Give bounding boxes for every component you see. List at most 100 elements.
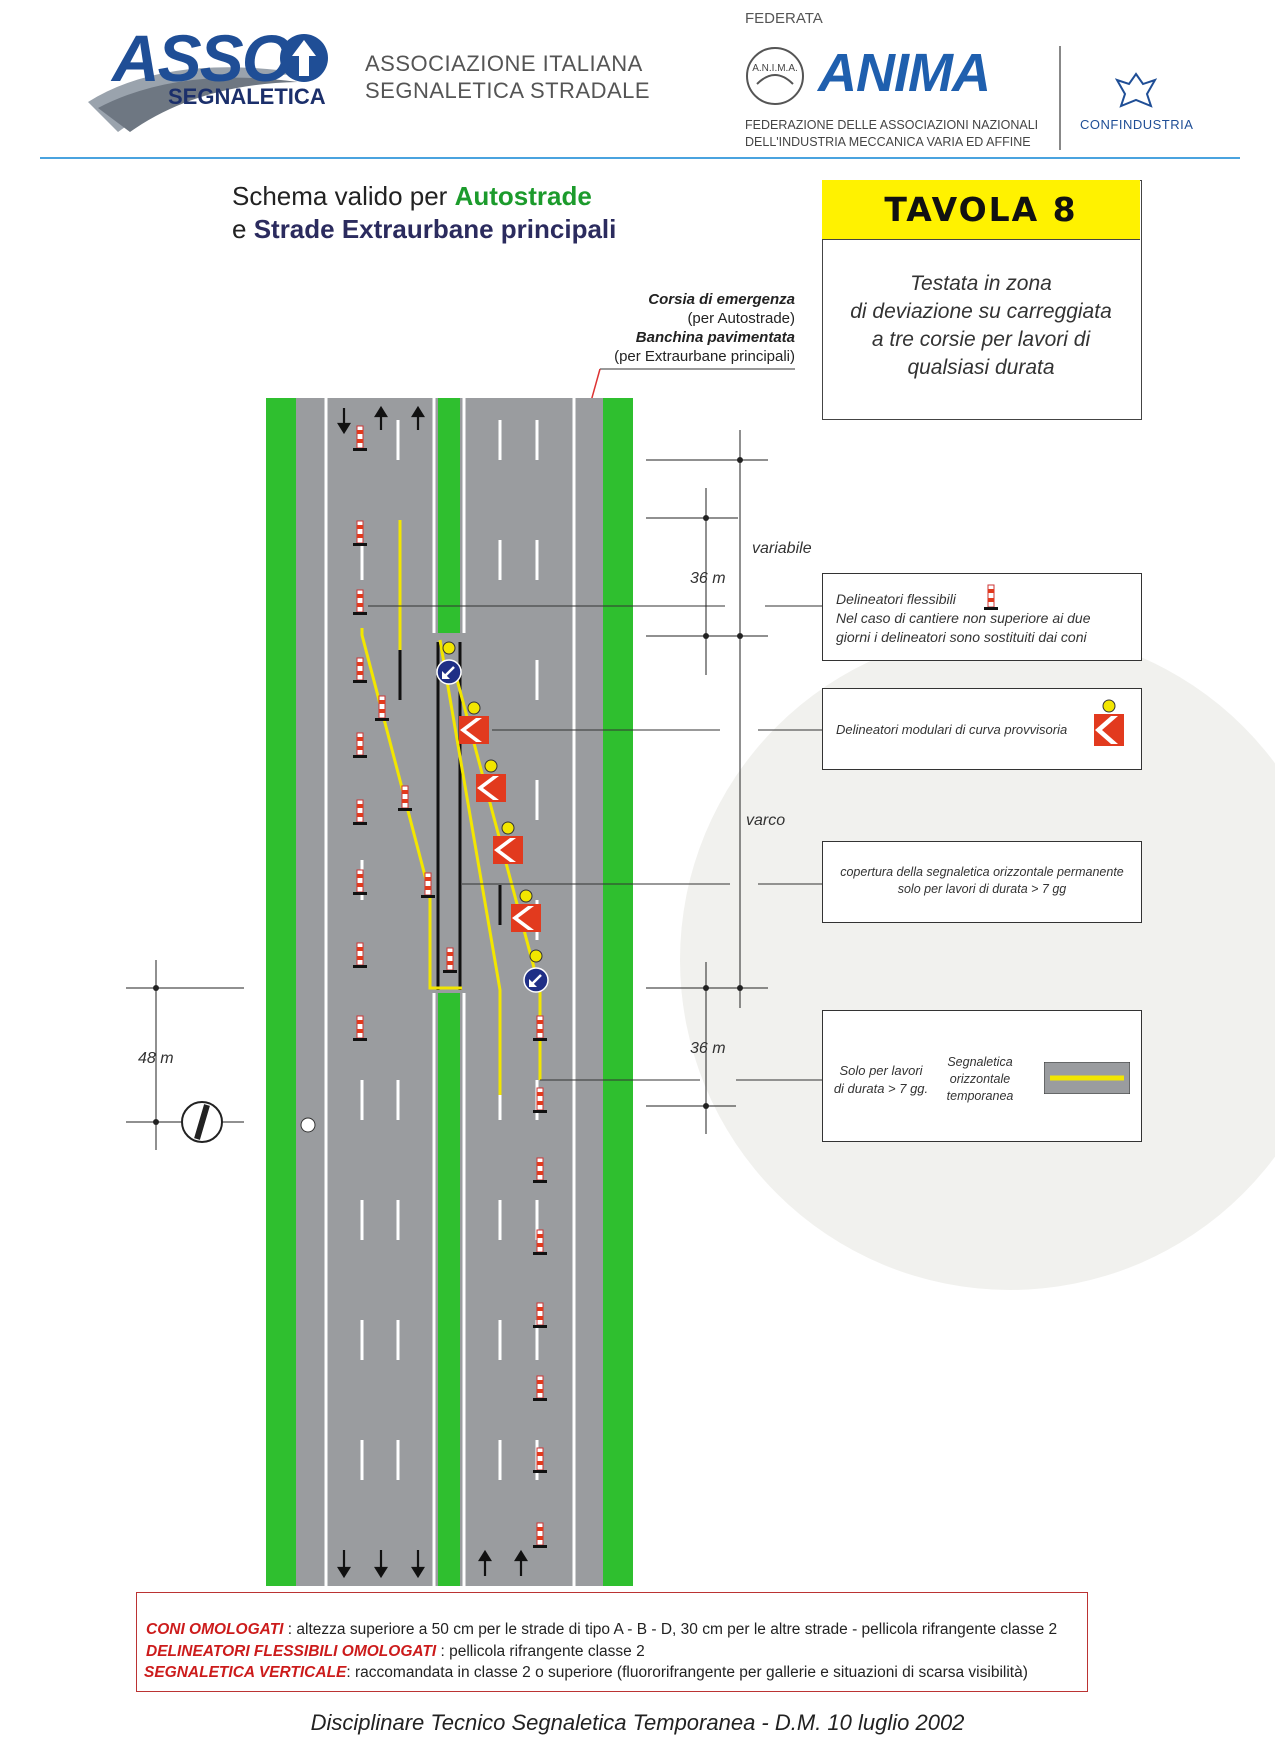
delineator bbox=[533, 1375, 547, 1401]
delineator bbox=[353, 869, 367, 895]
anima-subtitle: FEDERAZIONE DELLE ASSOCIAZIONI NAZIONALI… bbox=[745, 117, 1038, 151]
header-divider bbox=[1059, 46, 1061, 150]
delineator bbox=[375, 695, 389, 721]
delineator bbox=[353, 657, 367, 683]
anima-subtitle-line-2: DELL'INDUSTRIA MECCANICA VARIA ED AFFINE bbox=[745, 135, 1031, 149]
schema-extraurbane: Strade Extraurbane principali bbox=[253, 214, 617, 244]
delineatori-label: DELINEATORI FLESSIBILI OMOLOGATI bbox=[146, 1643, 437, 1660]
delineator bbox=[533, 1447, 547, 1473]
asso-logo bbox=[78, 22, 338, 140]
asso-logo-text: ASSO bbox=[112, 21, 293, 95]
dimension-ticks bbox=[153, 457, 743, 1125]
delineator bbox=[533, 1015, 547, 1041]
legend-solo-line-1: Solo per lavori bbox=[839, 1063, 923, 1078]
delineator bbox=[421, 872, 435, 898]
anima-seal-icon bbox=[745, 46, 805, 106]
chevron-sign bbox=[459, 701, 489, 744]
delineator bbox=[353, 942, 367, 968]
distance-48m: 48 m bbox=[138, 1050, 174, 1067]
delineator bbox=[398, 785, 412, 811]
delineator bbox=[533, 1157, 547, 1183]
anima-seal-text: A.N.I.M.A. bbox=[752, 63, 798, 74]
delineator bbox=[353, 520, 367, 546]
legend-copertura-text: copertura della segnaletica orizzontale … bbox=[826, 864, 1138, 898]
asso-logo-subtext: SEGNALETICA bbox=[168, 84, 326, 109]
keep-left-sign-2 bbox=[523, 949, 549, 993]
legend-delineatori-line-2: Nel caso di cantiere non superiore ai du… bbox=[836, 610, 1091, 626]
left-carriageway bbox=[324, 398, 438, 1586]
median-lower bbox=[438, 993, 460, 1586]
delineator bbox=[443, 947, 457, 973]
legend-delineatori-line-3: giorni i delineatori sono sostituiti dai… bbox=[836, 629, 1087, 645]
corsia-autostrade: (per Autostrade) bbox=[687, 310, 795, 327]
tavola-description: Testata in zona di deviazione su carregg… bbox=[822, 270, 1140, 382]
left-shoulder bbox=[296, 398, 324, 1586]
anima-logo: ANIMA bbox=[818, 43, 991, 103]
corsia-label: Corsia di emergenza (per Autostrade) Ban… bbox=[560, 290, 795, 366]
legend-segnaletica-line-2: orizzontale bbox=[949, 1072, 1011, 1086]
median-upper bbox=[438, 398, 460, 633]
legend-solo-line-2: di durata > 7 gg. bbox=[833, 1081, 929, 1096]
variabile-label: variabile bbox=[752, 540, 812, 557]
delineator bbox=[533, 1229, 547, 1255]
legend-modulari-text: Delineatori modulari di curva provvisori… bbox=[836, 722, 1068, 737]
banchina-pavimentata: Banchina pavimentata bbox=[635, 329, 795, 346]
confindustria-label: CONFINDUSTRIA bbox=[1080, 117, 1194, 132]
varco-label: varco bbox=[746, 812, 786, 829]
end-of-restriction-sign bbox=[180, 1101, 244, 1143]
tavola-title: TAVOLA 8 bbox=[822, 180, 1140, 240]
delineator bbox=[353, 589, 367, 615]
schema-line-2-prefix: e bbox=[232, 214, 254, 244]
chevron-sign bbox=[511, 889, 541, 932]
legend-copertura-line-2: solo per lavori di durata > 7 gg bbox=[897, 882, 1067, 896]
coni-text: : altezza superiore a 50 cm per le strad… bbox=[283, 1621, 1058, 1638]
legend-chevron-icon bbox=[1092, 698, 1126, 755]
chevron-sign bbox=[476, 759, 506, 802]
leader-lines bbox=[368, 605, 822, 1081]
right-carriageway bbox=[460, 398, 575, 1586]
distance-36m-top: 36 m bbox=[690, 570, 726, 587]
flexible-delineators bbox=[353, 425, 547, 1548]
association-name-line-1: ASSOCIAZIONE ITALIANA bbox=[365, 51, 643, 76]
segnaletica-label: SEGNALETICA VERTICALE bbox=[144, 1664, 347, 1681]
delineatori-text: : pellicola rifrangente classe 2 bbox=[436, 1643, 645, 1660]
delineator bbox=[353, 732, 367, 758]
chevron-sign bbox=[493, 821, 523, 864]
legend-solo-text: Solo per lavori di durata > 7 gg. bbox=[826, 1062, 936, 1098]
coni-label: CONI OMOLOGATI bbox=[146, 1621, 284, 1638]
keep-left-sign-1 bbox=[436, 641, 462, 685]
legend-segnaletica-text: Segnaletica orizzontale temporanea bbox=[938, 1054, 1022, 1105]
legend-copertura-box bbox=[822, 841, 1142, 923]
legend-delineatori-box bbox=[822, 573, 1142, 661]
footer-coni: CONI OMOLOGATI : altezza superiore a 50 … bbox=[146, 1621, 1057, 1639]
tavola-desc-1: Testata in zona bbox=[910, 272, 1052, 295]
confindustria-eagle-icon bbox=[1114, 70, 1158, 110]
right-verge bbox=[603, 398, 633, 1586]
direction-arrows-top bbox=[337, 405, 425, 435]
legend-segnaletica-line-1: Segnaletica bbox=[947, 1055, 1013, 1069]
header-rule bbox=[40, 157, 1240, 159]
disciplinare-caption: Disciplinare Tecnico Segnaletica Tempora… bbox=[310, 1710, 965, 1735]
delineator bbox=[353, 425, 367, 451]
anima-subtitle-line-1: FEDERAZIONE DELLE ASSOCIAZIONI NAZIONALI bbox=[745, 118, 1039, 132]
association-name: ASSOCIAZIONE ITALIANA SEGNALETICA STRADA… bbox=[365, 50, 650, 104]
federata-label: FEDERATA bbox=[745, 10, 823, 27]
curve-delineators bbox=[459, 701, 541, 932]
delineator bbox=[353, 1015, 367, 1041]
delineator bbox=[533, 1087, 547, 1113]
footer-notes-box bbox=[136, 1592, 1088, 1692]
delineator bbox=[533, 1302, 547, 1328]
schema-line-1-prefix: Schema valido per bbox=[232, 181, 455, 211]
association-name-line-2: SEGNALETICA STRADALE bbox=[365, 78, 651, 103]
legend-delineatori-line-1: Delineatori flessibili bbox=[836, 591, 956, 607]
segnaletica-text: : raccomandata in classe 2 o superiore (… bbox=[346, 1664, 1028, 1681]
footer-delineatori: DELINEATORI FLESSIBILI OMOLOGATI : pelli… bbox=[146, 1643, 645, 1661]
direction-arrows-bottom bbox=[337, 1549, 528, 1579]
legend-delineatori-text: Delineatori flessibili Nel caso di canti… bbox=[836, 590, 1091, 647]
left-verge bbox=[266, 398, 296, 1586]
schema-autostrade: Autostrade bbox=[454, 181, 592, 211]
tavola-desc-2: di deviazione su carreggiata bbox=[850, 300, 1112, 323]
delineator bbox=[533, 1522, 547, 1548]
tavola-desc-3: a tre corsie per lavori di bbox=[871, 328, 1091, 351]
corsia-extraurbane: (per Extraurbane principali) bbox=[614, 348, 795, 365]
